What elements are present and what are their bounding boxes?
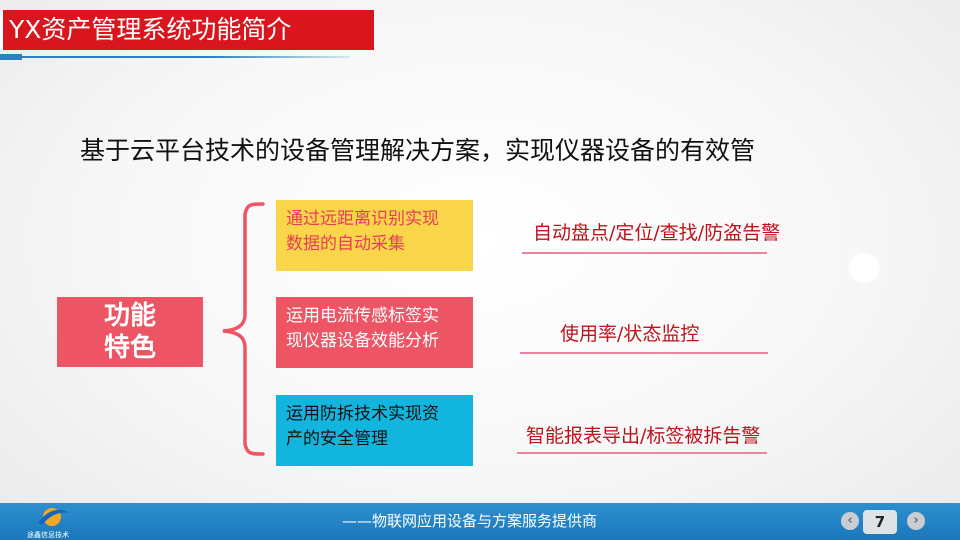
decorative-circle [848, 252, 880, 284]
result-underline [520, 352, 768, 354]
feature-label-line2: 特色 [103, 333, 156, 363]
feature-card-anti-tamper: 运用防拆技术实现资 产的安全管理 [276, 395, 473, 466]
card-line: 运用电流传感标签实 [286, 306, 439, 326]
page-number: 7 [863, 510, 897, 534]
card-line: 运用防拆技术实现资 [286, 404, 439, 424]
result-text-report: 智能报表导出/标签被拆告警 [526, 425, 761, 447]
feature-card-current-sensing: 运用电流传感标签实 现仪器设备效能分析 [276, 297, 473, 368]
card-line: 产的安全管理 [286, 429, 388, 449]
chevron-right-icon[interactable]: › [907, 512, 925, 530]
title-underline [0, 56, 350, 58]
curly-brace [222, 202, 265, 456]
feature-label-line1: 功能 [103, 301, 156, 331]
company-logo [30, 503, 90, 540]
headline-text: 基于云平台技术的设备管理解决方案，实现仪器设备的有效管 [80, 136, 756, 165]
logo-icon [38, 508, 70, 526]
footer-tagline: ——物联网应用设备与方案服务提供商 [342, 512, 598, 530]
feature-label-box: 功能 特色 [57, 297, 203, 367]
card-line: 通过远距离识别实现 [286, 209, 439, 229]
logo-text: 途鑫信息技术 [27, 531, 69, 539]
chevron-left-icon[interactable]: ‹ [841, 512, 859, 530]
result-text-usage: 使用率/状态监控 [560, 323, 700, 345]
result-text-inventory: 自动盘点/定位/查找/防盗告警 [533, 222, 781, 244]
result-underline [517, 452, 767, 454]
title-underline-mark [0, 54, 22, 60]
result-underline [522, 252, 767, 254]
card-line: 数据的自动采集 [286, 234, 405, 254]
card-line: 现仪器设备效能分析 [286, 331, 439, 351]
slide-title: YX资产管理系统功能简介 [0, 10, 374, 50]
feature-card-remote-collection: 通过远距离识别实现 数据的自动采集 [276, 200, 473, 271]
footer-bar: 途鑫信息技术 ——物联网应用设备与方案服务提供商 ‹ 7 › [0, 503, 960, 540]
